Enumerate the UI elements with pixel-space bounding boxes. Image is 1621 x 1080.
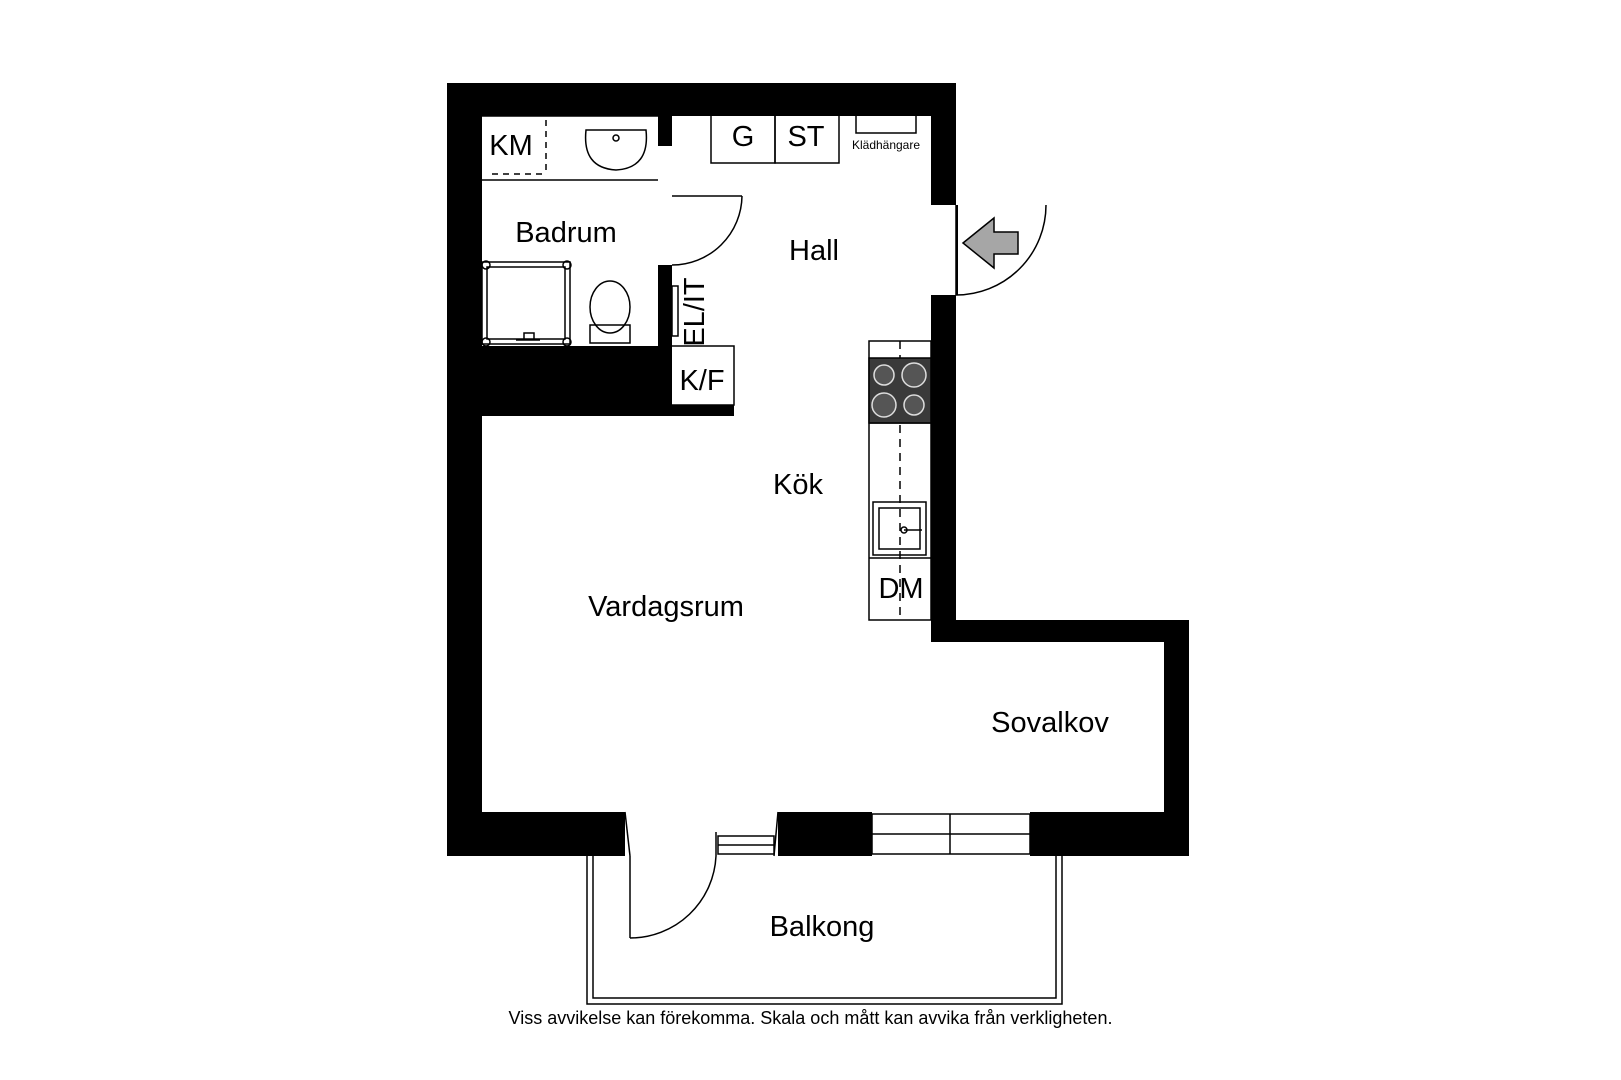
room-label-vardagsrum: Vardagsrum (588, 591, 744, 623)
elit-cabinet (671, 285, 679, 337)
disclaimer-text: Viss avvikelse kan förekomma. Skala och … (508, 1008, 1113, 1028)
balcony-outline (586, 856, 1063, 1005)
balcony-door-threshold (624, 811, 779, 857)
fixture-label-kladhangare: Klädhängare (852, 138, 920, 152)
room-labels: Badrum Hall Kök Vardagsrum Sovalkov Balk… (515, 217, 1109, 943)
fixture-label-elit: EL/IT (679, 277, 711, 347)
entrance-arrow-icon (961, 216, 1019, 270)
room-label-sovalkov: Sovalkov (991, 707, 1109, 739)
kf-cabinet (669, 345, 735, 406)
fixture-label-kf: K/F (679, 365, 724, 397)
kitchen-sink-icon (872, 501, 927, 556)
room-label-balkong: Balkong (770, 911, 875, 943)
room-label-kok: Kök (773, 469, 823, 501)
window-openings (871, 813, 1031, 855)
entrance-door (955, 204, 1047, 296)
room-label-hall: Hall (789, 235, 839, 267)
fixture-label-km: KM (489, 130, 533, 162)
bathroom-fixtures (482, 115, 658, 181)
stove-icon (868, 357, 932, 424)
fixture-label-dm: DM (878, 573, 923, 605)
toilet-icon (589, 280, 631, 344)
shower-icon (481, 260, 572, 347)
sink-icon (584, 129, 648, 171)
fixture-label-g: G (732, 121, 755, 153)
fixture-labels: KM G ST Klädhängare EL/IT K/F DM (489, 121, 923, 605)
room-label-badrum: Badrum (515, 217, 617, 249)
bathroom-walls (447, 116, 734, 416)
balcony-door-swing (629, 832, 717, 939)
fixture-label-st: ST (787, 121, 824, 153)
bathroom-door (671, 195, 743, 266)
hall-closets (710, 104, 917, 164)
